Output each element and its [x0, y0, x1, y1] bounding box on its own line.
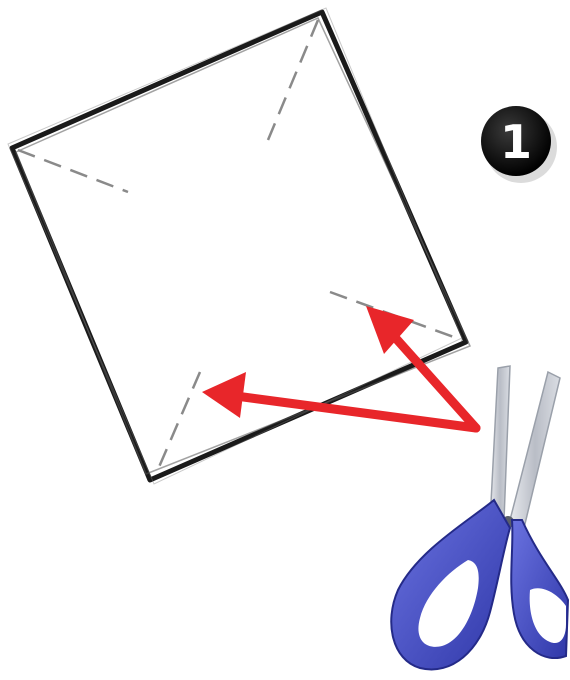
scissors-icon [391, 366, 568, 669]
step-badge: 1 [481, 106, 557, 183]
scissor-blade-left [490, 366, 510, 522]
scissor-blade-right [510, 372, 560, 528]
step-number: 1 [500, 115, 532, 169]
